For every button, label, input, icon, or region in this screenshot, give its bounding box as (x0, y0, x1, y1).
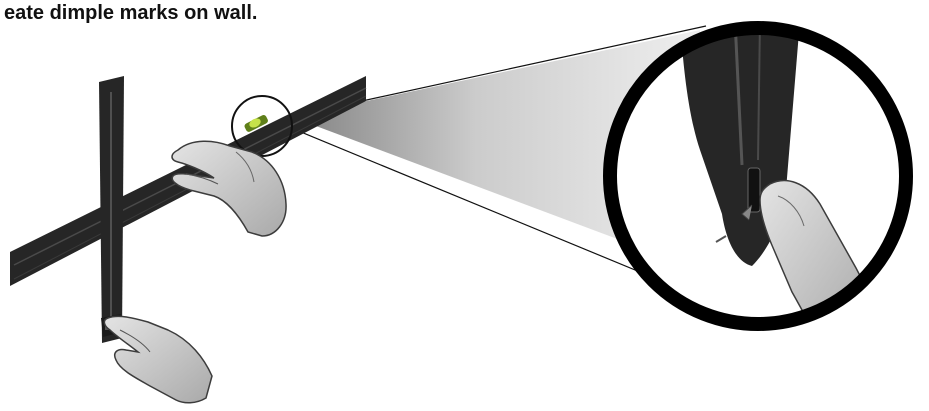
instruction-caption: eate dimple marks on wall. (4, 2, 258, 24)
template-strip (99, 76, 124, 343)
zoom-beam-edge-bottom (283, 124, 641, 273)
detail-marker-circle (231, 95, 293, 157)
hand-upper (171, 140, 287, 237)
bubble-vial (244, 115, 268, 132)
zoom-ring (603, 21, 913, 331)
hand-lower (103, 315, 213, 404)
zoom-magnifier (610, 28, 906, 324)
zoom-beam (292, 30, 700, 270)
